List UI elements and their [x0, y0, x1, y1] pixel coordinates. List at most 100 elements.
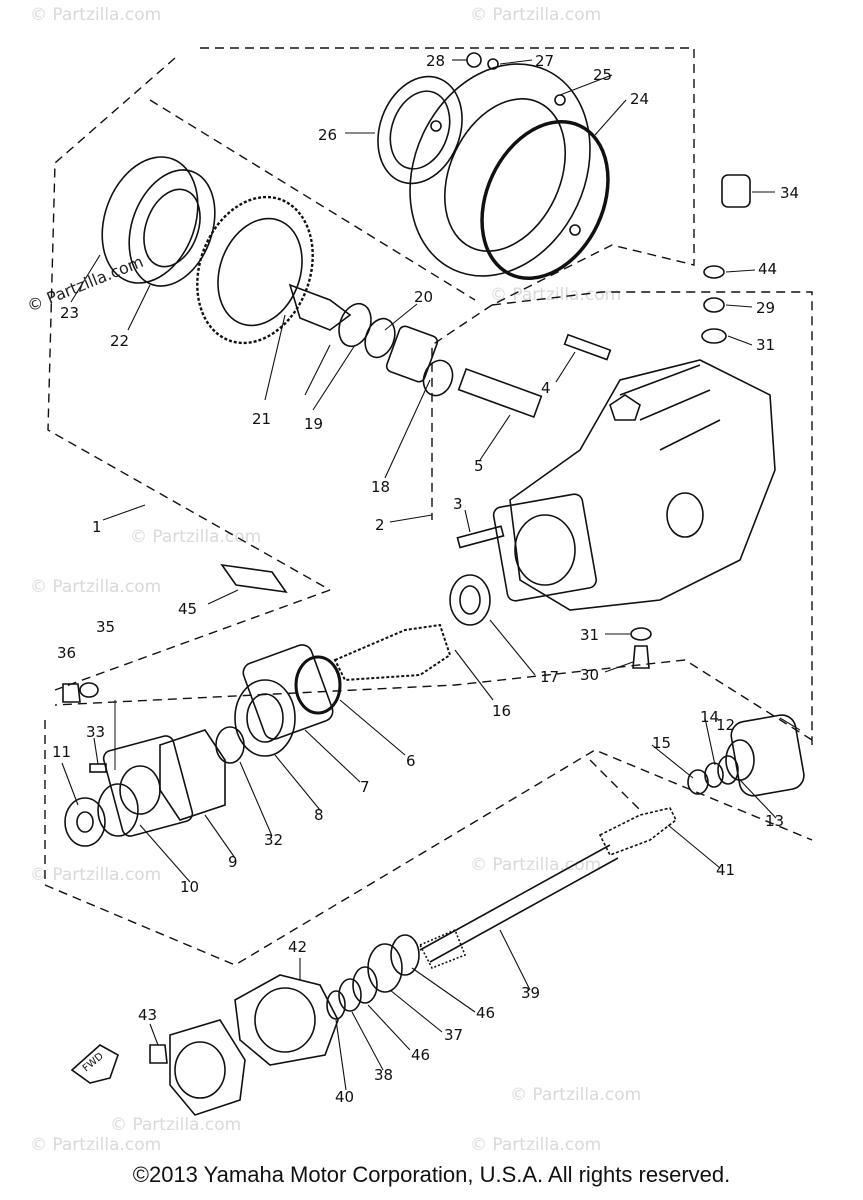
- label-46-b: 46: [411, 1046, 430, 1064]
- label-12: 12: [716, 716, 735, 734]
- part-21-ring-gear: [196, 195, 314, 345]
- part-ring-gear: [101, 156, 454, 397]
- part-42-housing: [234, 974, 339, 1066]
- watermark: © Partzilla.com: [470, 5, 601, 25]
- label-44: 44: [758, 260, 777, 278]
- part-20-shim: [364, 317, 396, 359]
- part-17-bearing: [449, 574, 491, 626]
- part-8-bearing: [234, 679, 296, 757]
- watermark: © Partzilla.com: [510, 1085, 641, 1105]
- label-10: 10: [180, 878, 199, 896]
- part-40-shim: [326, 990, 346, 1020]
- label-11: 11: [52, 743, 71, 761]
- part-34-cap: [721, 174, 751, 208]
- part-12-coupling: [730, 714, 805, 797]
- part-bearing-housing: [62, 644, 334, 847]
- label-30: 30: [580, 666, 599, 684]
- watermark: © Partzilla.com: [110, 1115, 241, 1135]
- label-37: 37: [444, 1026, 463, 1044]
- part-43-bolt: [149, 1044, 168, 1064]
- label-17: 17: [540, 668, 559, 686]
- label-31-lower: 31: [580, 626, 599, 644]
- label-29: 29: [756, 299, 775, 317]
- part-44-plug: [703, 265, 725, 279]
- label-1: 1: [92, 518, 102, 536]
- label-28: 28: [426, 52, 445, 70]
- part-6-o-ring: [294, 655, 342, 715]
- part-11-nut: [64, 797, 106, 847]
- label-33: 33: [86, 723, 105, 741]
- label-35: 35: [96, 618, 115, 636]
- part-31-washer-lower: [630, 627, 652, 641]
- part-46-washer: [390, 934, 420, 976]
- label-39: 39: [521, 984, 540, 1002]
- part-pinion-assembly: [294, 574, 491, 715]
- part-19-spacer: [338, 302, 372, 348]
- part-bearing: [385, 325, 439, 383]
- part-39-drive-shaft: [419, 844, 611, 951]
- part-27-washer: [487, 58, 499, 70]
- label-23: 23: [60, 304, 79, 322]
- part-housing-cover: [377, 52, 610, 281]
- part-24-o-ring: [480, 119, 610, 281]
- part-13-shim: [717, 755, 739, 785]
- leader-lines: [61, 59, 801, 1091]
- label-6: 6: [406, 752, 416, 770]
- label-26: 26: [318, 126, 337, 144]
- part-23-shim: [101, 156, 199, 284]
- part-7-housing: [242, 644, 334, 740]
- label-43: 43: [138, 1006, 157, 1024]
- label-2: 2: [375, 516, 385, 534]
- part-38-seal: [338, 978, 362, 1012]
- label-3: 3: [453, 495, 463, 513]
- label-31: 31: [756, 336, 775, 354]
- label-22: 22: [110, 332, 129, 350]
- label-45: 45: [178, 600, 197, 618]
- part-26-seal: [377, 75, 463, 185]
- part-25-housing: [409, 63, 591, 277]
- label-21: 21: [252, 410, 271, 428]
- watermark: © Partzilla.com: [30, 1135, 161, 1155]
- part-4-stud: [563, 333, 612, 361]
- fwd-text: FWD: [81, 1051, 106, 1075]
- part-46-washer-2: [352, 966, 378, 1004]
- label-8: 8: [314, 806, 324, 824]
- part-33-bolt: [89, 763, 107, 773]
- label-14: 14: [700, 708, 719, 726]
- part-3-stud: [456, 525, 505, 549]
- watermark: © Partzilla.com: [30, 865, 161, 885]
- part-26-seal-inner: [389, 90, 451, 170]
- watermark: © Partzilla.com: [470, 1135, 601, 1155]
- label-36: 36: [57, 644, 76, 662]
- part-5-shaft: [457, 367, 543, 419]
- part-28-nut: [466, 52, 482, 68]
- part-22-bearing: [128, 169, 216, 287]
- part-18-washer: [422, 359, 454, 397]
- part-36-bolt: [62, 683, 81, 703]
- part-2-gear-case: [456, 333, 776, 611]
- label-24: 24: [630, 90, 649, 108]
- part-small-fasteners: [630, 174, 751, 669]
- label-32: 32: [264, 831, 283, 849]
- label-15: 15: [652, 734, 671, 752]
- part-32-shim: [215, 726, 245, 764]
- part-37-bearing: [367, 943, 403, 993]
- watermark: © Partzilla.com: [30, 577, 161, 597]
- part-14-washer: [704, 762, 724, 788]
- part-30-drain-plug: [632, 645, 650, 669]
- part-41-universal-joint: [598, 807, 678, 857]
- label-38: 38: [374, 1066, 393, 1084]
- label-34: 34: [780, 184, 799, 202]
- watermarks: © Partzilla.com © Partzilla.com © Partzi…: [24, 5, 641, 1155]
- label-41: 41: [716, 861, 735, 879]
- copyright-notice: ©2013 Yamaha Motor Corporation, U.S.A. A…: [132, 1162, 731, 1187]
- part-16-pinion-gear: [333, 623, 452, 682]
- label-5: 5: [474, 457, 484, 475]
- part-10-seal: [97, 783, 139, 837]
- watermark-main: © Partzilla.com: [24, 252, 146, 316]
- watermark: © Partzilla.com: [30, 5, 161, 25]
- label-20: 20: [414, 288, 433, 306]
- label-4: 4: [541, 379, 551, 397]
- label-18: 18: [371, 478, 390, 496]
